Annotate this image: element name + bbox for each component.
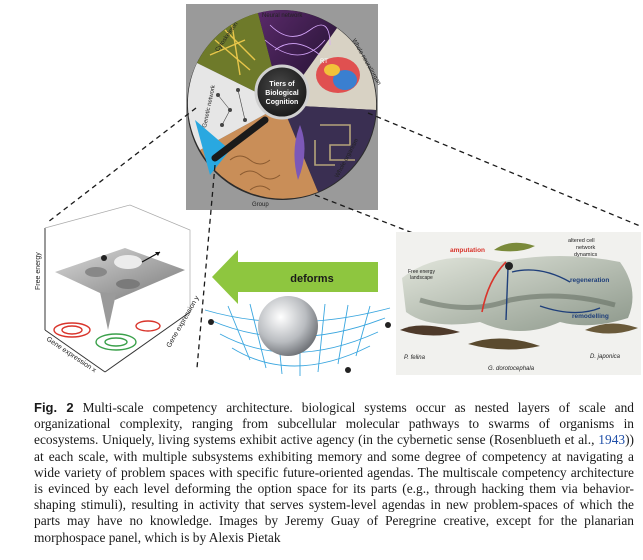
figure-panel: Tiers of Biological Cognition Cytoskelet… xyxy=(35,4,641,376)
vertical-arrow xyxy=(505,267,509,321)
energy-x-axis-a xyxy=(44,329,106,373)
figure-label: Fig. 2 xyxy=(34,400,74,415)
energy-well-1 xyxy=(85,267,107,277)
state-node xyxy=(505,262,513,270)
energy-ball xyxy=(101,255,107,261)
small-ball-2 xyxy=(385,322,391,328)
remodelling-arrow xyxy=(539,305,601,314)
blue-tip-wedge xyxy=(195,120,230,175)
citation-link[interactable]: 1943 xyxy=(598,432,626,448)
caption-text-part-2: )) at each scale, with multiple subsyste… xyxy=(34,432,634,545)
planarian-left xyxy=(400,325,460,336)
energy-ball-arrowhead xyxy=(155,252,160,256)
deforms-arrow xyxy=(212,250,378,304)
organism-texture xyxy=(294,125,305,180)
deforms-panel: deforms xyxy=(204,250,391,376)
label-species-a: P. felina xyxy=(404,355,426,361)
planarian-right xyxy=(585,323,638,334)
energy-x-label-b: Gene expression y xyxy=(166,295,201,349)
wheel-panel: Tiers of Biological Cognition Cytoskelet… xyxy=(186,4,382,210)
wheel-center-line-3: Cognition xyxy=(266,99,299,106)
deforms-sphere xyxy=(258,296,318,356)
deforms-arrow-label: deforms xyxy=(290,273,333,285)
energy-funnel xyxy=(100,292,116,330)
energy-x-label-a: Gene expression x xyxy=(45,336,98,375)
segment-genetic-network-image xyxy=(187,63,282,150)
energy-y-label: Free energy xyxy=(35,252,42,290)
segment-label-group: Group xyxy=(252,202,269,208)
segment-group-image xyxy=(200,105,318,199)
label-altered-1: altered cell xyxy=(568,238,595,244)
magnifier-handle xyxy=(211,116,269,162)
brain-texture xyxy=(316,57,360,93)
energy-well-2 xyxy=(116,279,140,289)
maze-texture xyxy=(314,124,355,166)
planarian-top xyxy=(494,242,535,252)
landscape-groove xyxy=(419,293,616,310)
label-free-energy-1: Free energy xyxy=(408,269,435,275)
inset-label: RT xyxy=(320,59,328,65)
label-altered-3: dynamics xyxy=(574,252,597,258)
label-regeneration: regeneration xyxy=(570,277,609,284)
energy-landscape-panel: Free energy Gene expression x Gene expre… xyxy=(35,204,201,375)
caption-text-part-1: Multi-scale competency architecture. bio… xyxy=(34,400,634,448)
figure-caption: Fig. 2 Multi-scale competency architectu… xyxy=(34,400,634,546)
amputation-arrow xyxy=(481,261,507,313)
energy-back-frame xyxy=(44,204,191,312)
wheel-center-line-1: Tiers of xyxy=(269,81,295,88)
group-texture xyxy=(229,155,281,191)
label-remodelling: remodelling xyxy=(572,313,609,320)
label-species-c: D. japonica xyxy=(590,354,621,360)
cytoskeleton-texture xyxy=(209,24,256,76)
neural-texture xyxy=(264,24,331,56)
energy-x-axis-b xyxy=(104,311,191,373)
small-ball-3 xyxy=(345,367,351,373)
label-amputation: amputation xyxy=(450,247,485,254)
regeneration-arrow xyxy=(511,269,571,283)
label-free-energy-2: landscape xyxy=(410,275,433,281)
small-ball-1 xyxy=(208,319,214,325)
energy-surface xyxy=(55,248,185,300)
energy-contours xyxy=(53,320,161,351)
planarian-panel: amputation altered cell network dynamics… xyxy=(396,232,641,375)
planarian-mid xyxy=(468,338,540,350)
label-altered-2: network xyxy=(576,245,596,251)
segment-label-neural-network: Neural network xyxy=(262,13,303,19)
wheel-center-line-2: Biological xyxy=(265,90,299,97)
magnifier-ring xyxy=(254,64,310,120)
label-species-b: G. dorotocephala xyxy=(488,366,535,372)
genetic-network-texture xyxy=(216,88,247,127)
segment-whole-organism-image xyxy=(282,105,376,192)
energy-peak xyxy=(114,255,142,269)
